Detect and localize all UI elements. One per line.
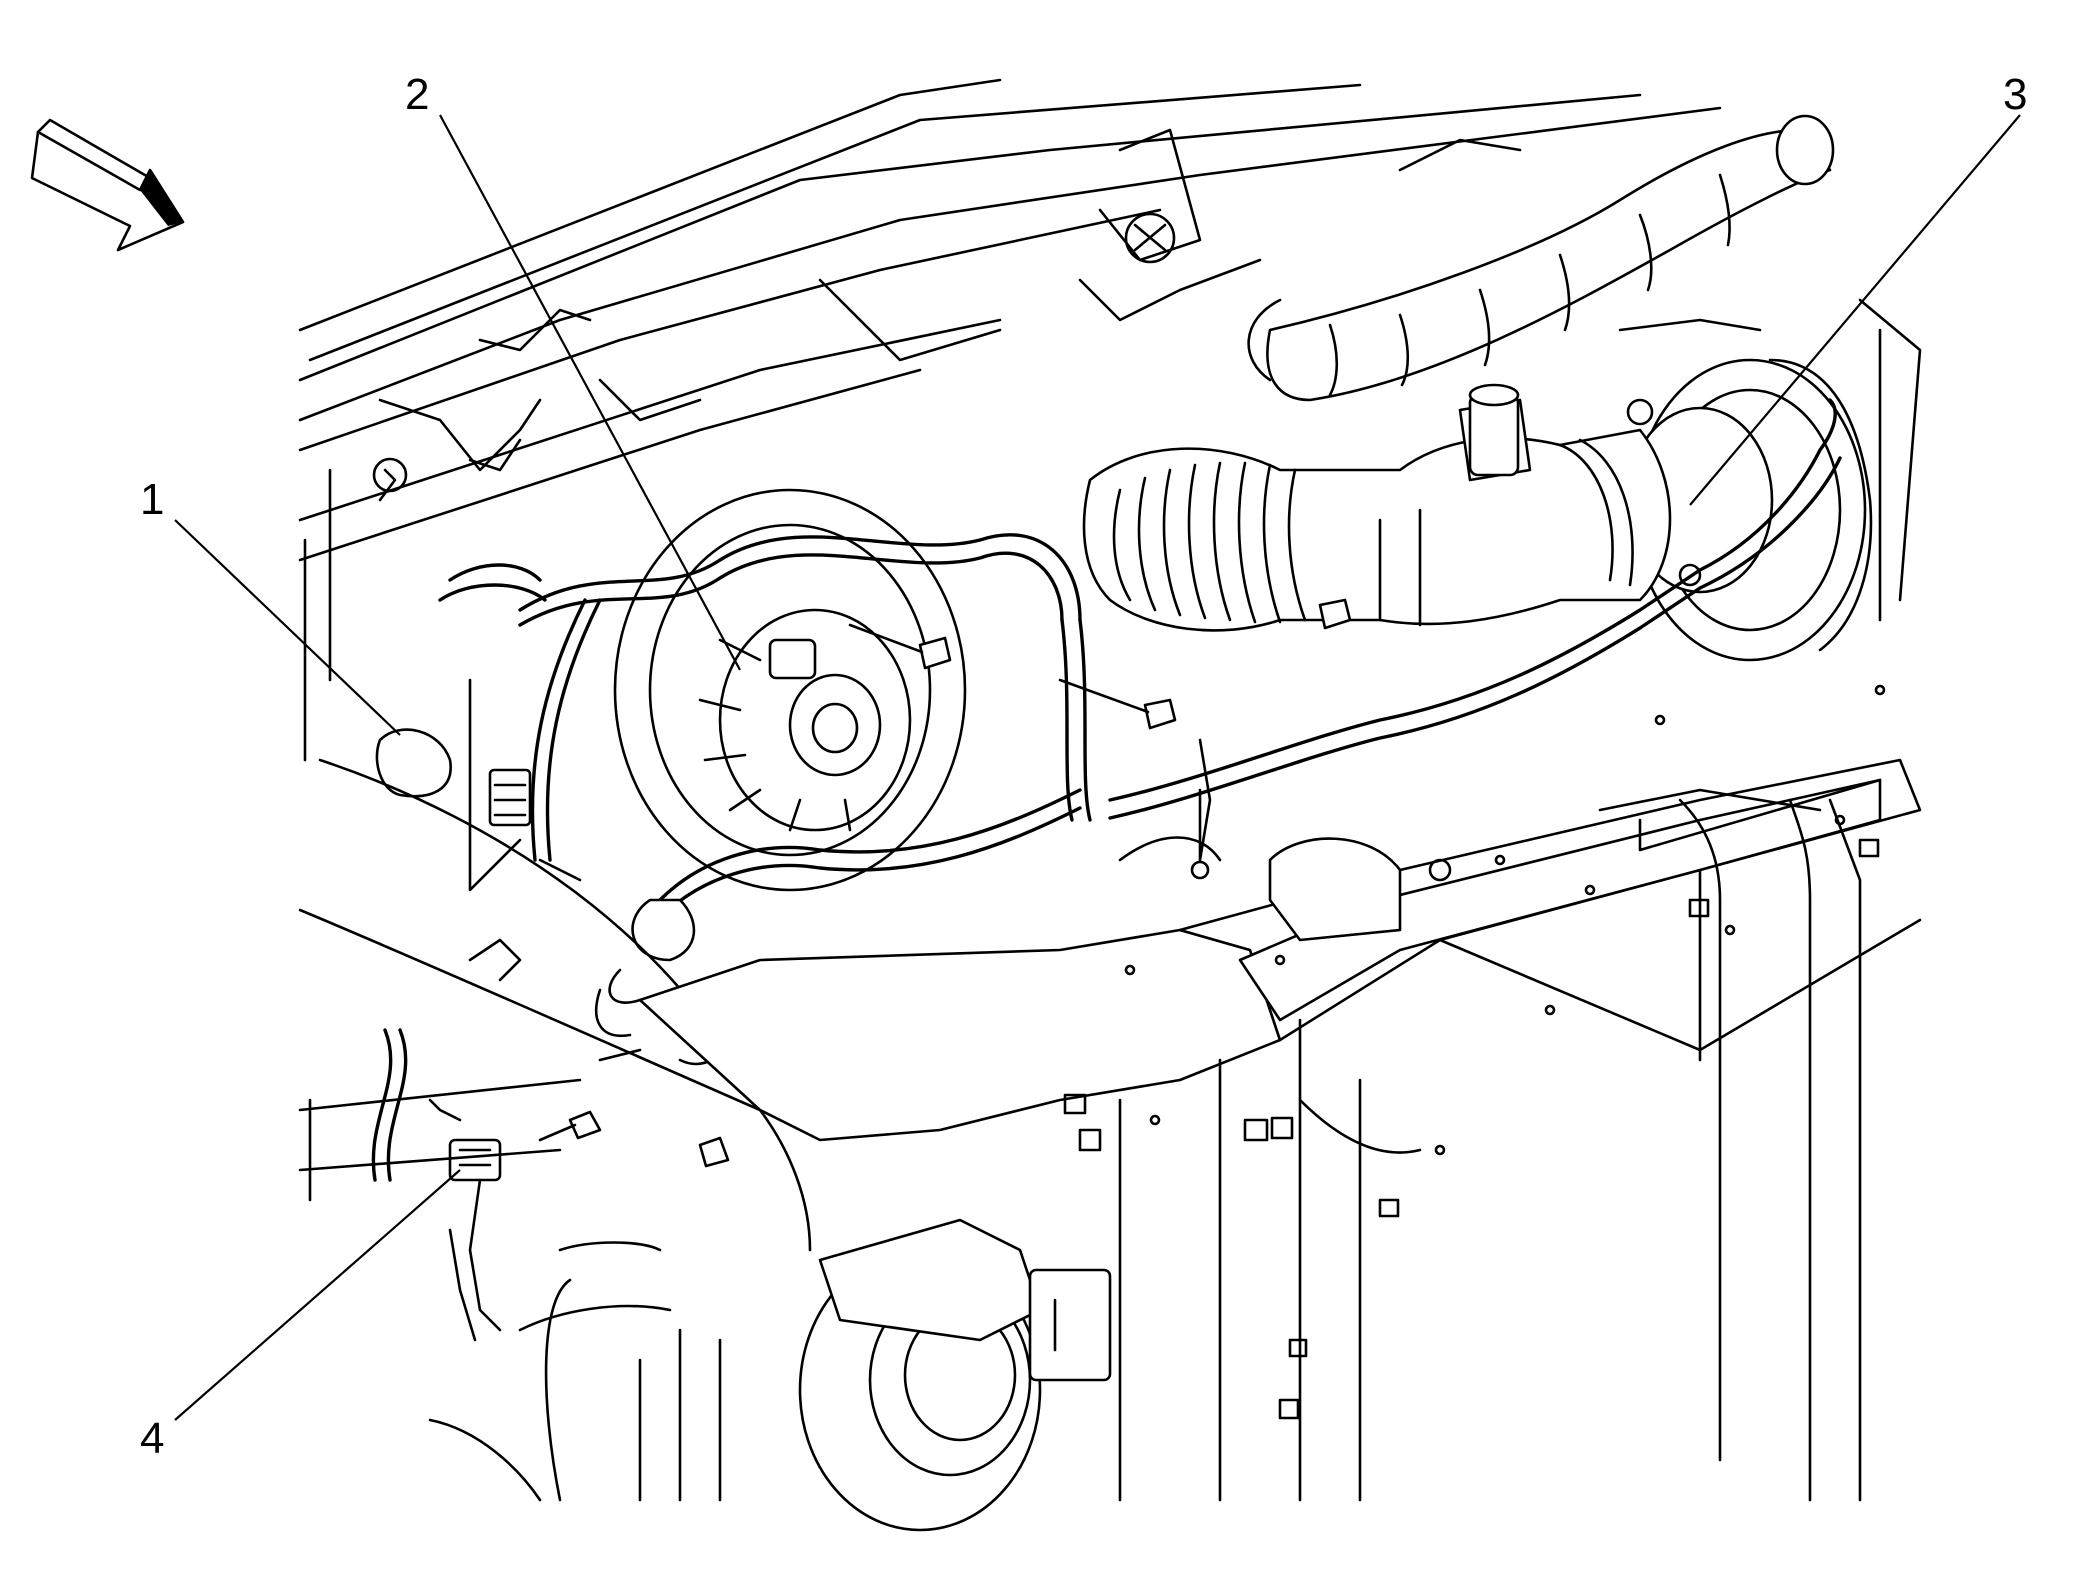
air-intake-duct [1082,383,1672,632]
radiator-support-frame [638,684,1922,1502]
leader-line-2 [439,114,741,671]
callout-label-1: 1 [140,475,165,524]
callout-label-3: 3 [2003,70,2028,119]
electrical-connector-1 [375,678,532,892]
lower-housing [428,1218,1112,1532]
upper-cowl-panels [298,78,1722,762]
callout-leaders [174,114,2021,1421]
callout-label-2: 2 [405,70,430,119]
electrical-connector-4 [428,1098,502,1332]
view-direction-arrow-icon [30,118,185,252]
leader-line-4 [174,1169,461,1421]
upper-hose [1247,114,1835,402]
wiring-harness [371,398,1842,1182]
leader-line-1 [174,519,401,736]
blower-motor-assembly [613,488,967,892]
leader-line-3 [1689,114,2021,506]
mounting-bolts [538,598,1352,1168]
callout-label-4: 4 [140,1414,165,1463]
